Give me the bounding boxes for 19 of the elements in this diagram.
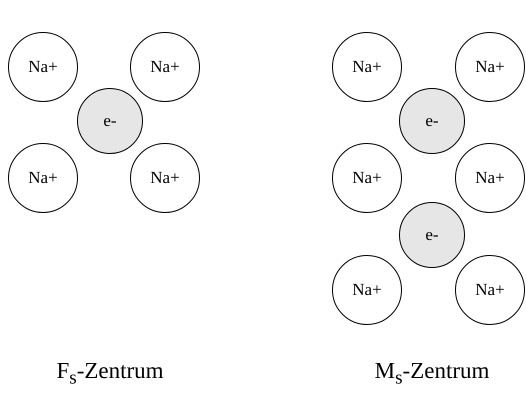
caption-text: F$_{s}$-Zentrum bbox=[56, 358, 164, 390]
caption-text: M$_{s}$-Zentrum bbox=[374, 358, 490, 390]
electron-label: e- bbox=[425, 111, 439, 131]
ion-label: Na+ bbox=[352, 57, 382, 77]
ion-label: Na+ bbox=[28, 168, 58, 188]
ion-label: Na+ bbox=[475, 168, 505, 188]
electron-label: e- bbox=[425, 225, 439, 245]
ion-label: Na+ bbox=[352, 280, 382, 300]
ion-label: Na+ bbox=[28, 57, 58, 77]
ion-label: Na+ bbox=[150, 57, 180, 77]
ion-label: Na+ bbox=[150, 168, 180, 188]
ion-label: Na+ bbox=[475, 57, 505, 77]
ion-label: Na+ bbox=[352, 168, 382, 188]
electron-circle bbox=[77, 88, 143, 154]
electron-circle bbox=[399, 202, 465, 268]
ion-circle bbox=[455, 143, 525, 213]
ion-label: Na+ bbox=[475, 280, 505, 300]
electron-label: e- bbox=[103, 111, 117, 131]
electron-circle bbox=[399, 88, 465, 154]
